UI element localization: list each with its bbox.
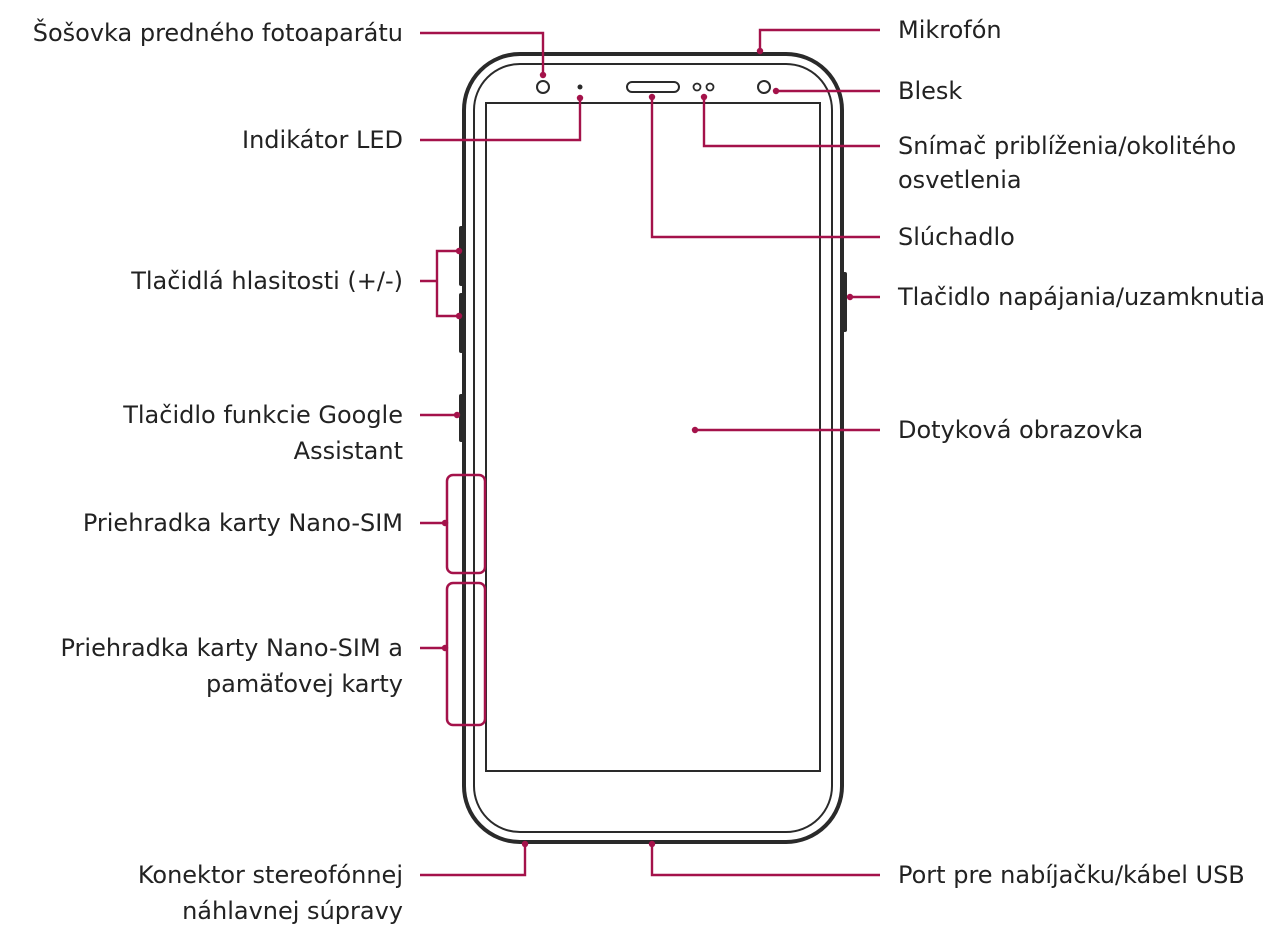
led-dot <box>577 84 583 90</box>
label-sensor-line1: Snímač priblíženia/okolitého <box>898 132 1236 160</box>
callout-dot-google <box>453 411 461 419</box>
label-nano-sim-memory-line2: pamäťovej karty <box>206 670 403 698</box>
front-camera-lens <box>536 80 550 94</box>
callout-dot-microphone <box>756 47 764 55</box>
callout-line-headset <box>420 845 527 877</box>
phone-inner-frame <box>473 63 833 833</box>
phone-body <box>445 52 847 844</box>
callout-line-sensor <box>702 97 880 148</box>
label-nano-sim-memory-line1: Priehradka karty Nano-SIM a <box>61 634 404 662</box>
google-assistant-key <box>459 394 464 442</box>
nano-sim-memory-tray-outline <box>445 581 487 727</box>
label-volume-keys: Tlačidlá hlasitosti (+/-) <box>130 267 403 295</box>
volume-down-key <box>459 293 464 353</box>
callout-dot-power <box>846 293 854 301</box>
callout-dot-headset <box>521 840 529 848</box>
label-google-assistant-line2: Assistant <box>294 437 403 465</box>
label-nano-sim-tray: Priehradka karty Nano-SIM <box>83 509 403 537</box>
label-flash: Blesk <box>898 77 962 105</box>
callout-line-usb <box>650 845 880 877</box>
label-usb-port: Port pre nabíjačku/kábel USB <box>898 861 1245 889</box>
callout-dot-touchscreen <box>691 426 699 434</box>
callout-dot-volume-down <box>455 312 463 320</box>
earpiece-slot <box>626 81 680 93</box>
callout-lines <box>420 28 880 877</box>
label-sensor-line2: osvetlenia <box>898 166 1022 194</box>
label-headset-jack-line2: náhlavnej súpravy <box>182 897 403 925</box>
callout-dots <box>441 47 854 848</box>
callout-dot-front-camera <box>539 71 547 79</box>
callout-dot-sensor <box>700 93 708 101</box>
label-led-indicator: Indikátor LED <box>242 126 403 154</box>
label-microphone: Mikrofón <box>898 16 1002 44</box>
callout-line-front-camera <box>420 31 545 75</box>
callout-dot-earpiece <box>648 93 656 101</box>
label-power-lock-key: Tlačidlo napájania/uzamknutia <box>897 283 1265 311</box>
callout-dot-flash <box>772 87 780 95</box>
right-labels: Mikrofón Blesk Snímač priblíženia/okolit… <box>897 16 1265 889</box>
callout-line-microphone <box>758 28 880 50</box>
callout-dot-led <box>576 94 584 102</box>
callout-line-earpiece <box>650 97 880 239</box>
label-google-assistant-line1: Tlačidlo funkcie Google <box>122 401 403 429</box>
label-front-camera-lens: Šošovka predného fotoaparátu <box>33 17 403 47</box>
proximity-sensor <box>692 82 702 92</box>
callout-dot-volume-up <box>455 247 463 255</box>
ambient-light-sensor <box>705 82 715 92</box>
callout-dot-sim-memory <box>441 644 449 652</box>
callout-dot-sim <box>441 519 449 527</box>
callout-line-volume-bracket <box>435 249 459 318</box>
volume-up-key <box>459 226 464 286</box>
callout-line-led <box>420 97 582 142</box>
label-headset-jack-line1: Konektor stereofónnej <box>138 861 403 889</box>
label-touch-screen: Dotyková obrazovka <box>898 416 1143 444</box>
power-key <box>842 272 847 332</box>
label-earpiece: Slúchadlo <box>898 223 1015 251</box>
callout-dot-usb <box>648 840 656 848</box>
left-labels: Šošovka predného fotoaparátu Indikátor L… <box>33 17 403 925</box>
flash-ring <box>757 80 771 94</box>
